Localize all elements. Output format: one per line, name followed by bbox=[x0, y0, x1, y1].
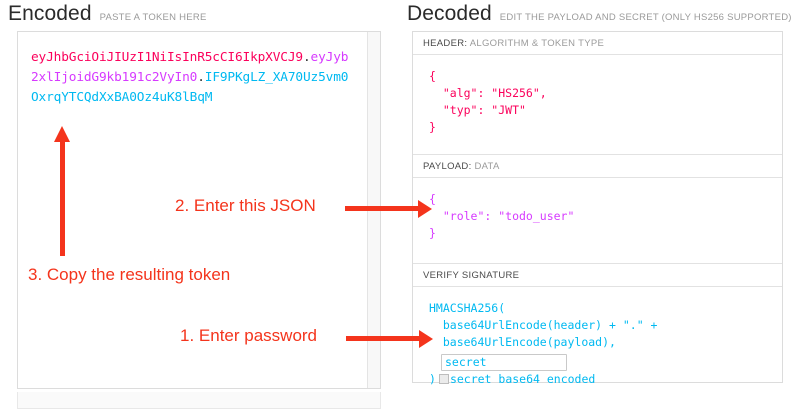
secret-input[interactable] bbox=[441, 354, 567, 371]
payload-section-label: PAYLOAD: DATA bbox=[413, 155, 782, 178]
hmac-line-2: base64UrlEncode(header) + "." + bbox=[429, 318, 658, 332]
payload-section-label-rest: DATA bbox=[471, 161, 500, 172]
annotation-step-3-text: 3. Copy the resulting token bbox=[28, 265, 231, 284]
encoded-title: Encoded bbox=[8, 2, 92, 25]
annotation-step-2-text: 2. Enter this JSON bbox=[175, 196, 316, 215]
token-signature-segment: IF9PKgLZ_XA70Uz5vm0OxrqYTCQdXxBA0Oz4uK8l… bbox=[31, 70, 349, 105]
header-json-editor[interactable]: { "alg": "HS256", "typ": "JWT" } bbox=[413, 55, 782, 155]
annotation-step-3-arrow-up-icon bbox=[54, 126, 70, 256]
decoded-panel: HEADER: ALGORITHM & TOKEN TYPE { "alg": … bbox=[412, 31, 783, 386]
token-header-segment: eyJhbGciOiJIUzI1NiIsInR5cCI6IkpXVCJ9 bbox=[31, 50, 303, 65]
header-section-label-rest: ALGORITHM & TOKEN TYPE bbox=[467, 38, 605, 49]
header-section-label: HEADER: ALGORITHM & TOKEN TYPE bbox=[413, 32, 782, 55]
hmac-line-1: HMACSHA256( bbox=[429, 301, 506, 315]
encoded-panel-footer bbox=[17, 392, 381, 409]
annotation-step-1-text: 1. Enter password bbox=[180, 326, 318, 345]
token-payload-segment: eyJyb2xlIjoidG9kb191c2VyIn0 bbox=[31, 50, 349, 85]
annotation-step-2-arrow-icon bbox=[345, 199, 432, 218]
hmac-line-3: base64UrlEncode(payload), bbox=[429, 335, 616, 349]
encoded-subtitle: PASTE A TOKEN HERE bbox=[99, 12, 207, 23]
payload-section-label-strong: PAYLOAD: bbox=[423, 161, 472, 172]
hmac-closing-paren: ) bbox=[429, 372, 436, 386]
verify-section-label: VERIFY SIGNATURE bbox=[413, 264, 782, 287]
decoded-column-heading: Decoded EDIT THE PAYLOAD AND SECRET (ONL… bbox=[407, 2, 792, 26]
secret-base64-encoded-label: secret base64 encoded bbox=[449, 372, 596, 386]
encoded-column-heading: Encoded PASTE A TOKEN HERE bbox=[8, 2, 207, 26]
decoded-title: Decoded bbox=[407, 2, 492, 25]
annotation-step-1-arrow-icon bbox=[346, 329, 433, 348]
payload-json-editor[interactable]: { "role": "todo_user" } bbox=[413, 178, 782, 264]
encoded-token-text[interactable]: eyJhbGciOiJIUzI1NiIsInR5cCI6IkpXVCJ9.eyJ… bbox=[31, 48, 349, 108]
verify-signature-body: HMACSHA256( base64UrlEncode(header) + ".… bbox=[413, 287, 782, 386]
token-separator-dot-1: . bbox=[302, 50, 311, 65]
token-separator-dot-2: . bbox=[197, 70, 205, 85]
secret-base64-encoded-checkbox[interactable] bbox=[438, 374, 449, 384]
header-section-label-strong: HEADER: bbox=[423, 38, 468, 49]
verify-section-label-strong: VERIFY SIGNATURE bbox=[423, 270, 520, 281]
decoded-subtitle: EDIT THE PAYLOAD AND SECRET (ONLY HS256 … bbox=[499, 12, 792, 23]
